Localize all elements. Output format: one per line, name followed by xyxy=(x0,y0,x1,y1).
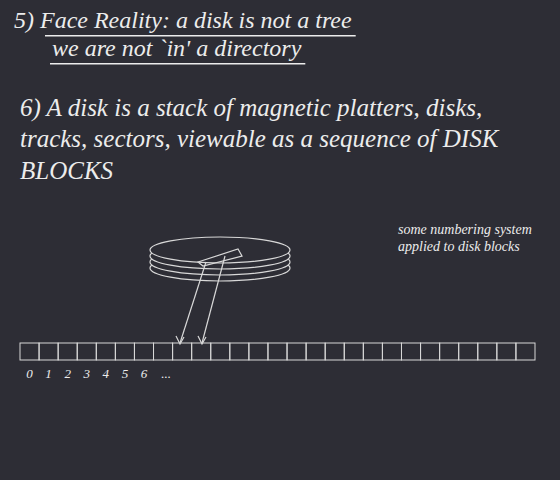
disk-block xyxy=(344,343,363,360)
disk-block xyxy=(154,343,173,360)
disk-block xyxy=(77,343,96,360)
disk-block xyxy=(249,343,268,360)
disk-block xyxy=(440,343,459,360)
disk-block xyxy=(39,343,58,360)
leader-line xyxy=(180,262,206,343)
disk-block xyxy=(382,343,401,360)
disk-block xyxy=(287,343,306,360)
block-row xyxy=(20,343,535,360)
disk-block xyxy=(192,343,211,360)
block-number: 0 xyxy=(26,366,33,382)
block-number: 5 xyxy=(122,366,129,382)
paragraph: 6) A disk is a stack of magnetic platter… xyxy=(20,92,545,186)
disk-sector xyxy=(198,249,242,266)
block-number: 1 xyxy=(45,366,52,382)
block-number: 2 xyxy=(64,366,71,382)
disk-block xyxy=(230,343,249,360)
disk-block xyxy=(173,343,192,360)
note: some numbering system applied to disk bl… xyxy=(398,222,538,256)
leader-line xyxy=(202,256,225,343)
disk-block xyxy=(516,343,535,360)
disk-block xyxy=(421,343,440,360)
heading: we are not `in' a directory xyxy=(52,34,301,63)
disk-block xyxy=(459,343,478,360)
block-number: ... xyxy=(161,366,171,382)
disk-block xyxy=(325,343,344,360)
disk-block xyxy=(96,343,115,360)
disk-block xyxy=(134,343,153,360)
disk-block xyxy=(58,343,77,360)
block-number: 4 xyxy=(103,366,110,382)
platter xyxy=(150,237,290,263)
disk-block xyxy=(497,343,516,360)
disk-block xyxy=(268,343,287,360)
disk-block xyxy=(306,343,325,360)
heading: 5) Face Reality: a disk is not a tree xyxy=(14,6,352,35)
disk-block xyxy=(20,343,39,360)
disk-block xyxy=(401,343,420,360)
block-number: 3 xyxy=(84,366,91,382)
disk-block xyxy=(478,343,497,360)
disk-block xyxy=(211,343,230,360)
disk-block xyxy=(363,343,382,360)
block-number: 6 xyxy=(141,366,148,382)
disk-block xyxy=(115,343,134,360)
underline xyxy=(50,63,305,65)
